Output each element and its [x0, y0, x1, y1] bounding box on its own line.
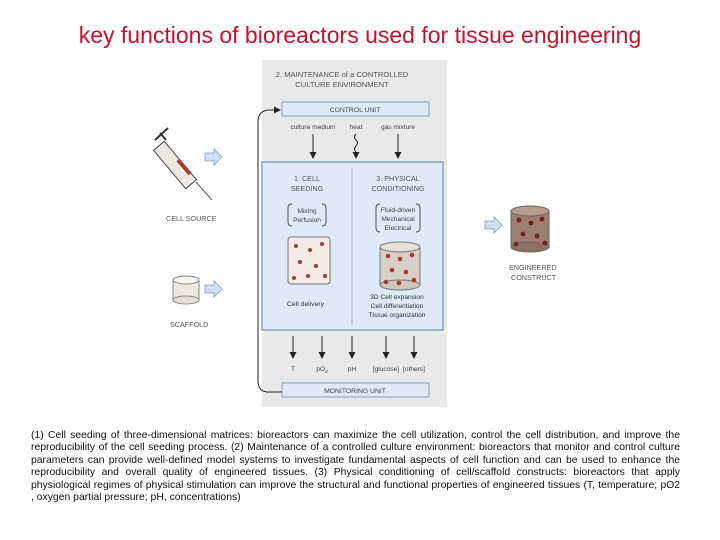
construct-cylinder-icon — [379, 241, 421, 291]
physical-fluid-driven: Fluid-driven — [381, 207, 416, 214]
heat-wave-icon — [354, 133, 358, 153]
engineered-construct-label-2: CONSTRUCT — [511, 273, 557, 282]
monitoring-unit-label: MONITORING UNIT — [324, 388, 386, 395]
page-title: key functions of bioreactors used for ti… — [78, 22, 642, 48]
syringe-icon — [152, 127, 213, 201]
monitor-ph: pH — [348, 366, 357, 373]
seeding-vessel-icon — [287, 236, 331, 285]
physical-conditioning-label: 3. PHYSICAL — [376, 174, 420, 183]
scaffold-icon — [172, 275, 200, 305]
output-arrow-icon — [484, 216, 503, 234]
input-heat: heat — [350, 124, 363, 131]
scaffold-label: SCAFFOLD — [170, 320, 208, 329]
maintenance-label: 2. MAINTENANCE of a CONTROLLED — [276, 70, 409, 79]
physical-mechanical: Mechanical — [381, 216, 415, 223]
cell-delivery-label: Cell delivery — [287, 301, 325, 308]
outcome-expansion: 3D Cell expansion — [370, 294, 424, 301]
feedback-loop-arrow — [257, 106, 282, 393]
seeding-mixing: Mixing — [297, 208, 316, 215]
cell-source-label: CELL SOURCE — [166, 214, 217, 223]
engineered-construct-icon — [510, 205, 550, 253]
cell-seeding-label: 1. CELL — [294, 174, 320, 183]
bioreactor-diagram: 2. MAINTENANCE of a CONTROLLED CULTURE E… — [152, 60, 557, 407]
cell-seeding-label-2: SEEDING — [291, 184, 324, 193]
monitor-t: T — [291, 366, 295, 373]
monitor-po2-subscript: 2 — [325, 369, 328, 375]
figure-caption: (1) Cell seeding of three-dimensional ma… — [31, 430, 680, 504]
svg-text:pO2: pO2 — [316, 366, 328, 375]
control-unit-label: CONTROL UNIT — [330, 107, 381, 114]
engineered-construct-label: ENGINEERED — [509, 263, 557, 272]
physical-conditioning-label-2: CONDITIONING — [371, 184, 425, 193]
monitoring-unit-box — [281, 382, 430, 398]
physical-electrical: Electrical — [385, 225, 412, 232]
monitor-glucose: [glucose] — [373, 366, 400, 373]
input-gas-mixture: gas mixture — [381, 124, 415, 131]
outcome-tissue-organization: Tissue organization — [369, 312, 426, 319]
scaffold-arrow-icon — [204, 280, 223, 298]
seeding-perfusion: Perfusion — [293, 217, 321, 224]
input-culture-medium: culture medium — [290, 124, 336, 131]
monitor-others: [others] — [403, 366, 425, 373]
outcome-differentiation: Cell differentiation — [371, 303, 424, 310]
maintenance-label-2: CULTURE ENVIRONMENT — [295, 80, 389, 89]
cell-source-arrow-icon — [204, 148, 223, 166]
monitor-po2: pO — [316, 366, 325, 373]
control-unit-box — [281, 101, 430, 117]
